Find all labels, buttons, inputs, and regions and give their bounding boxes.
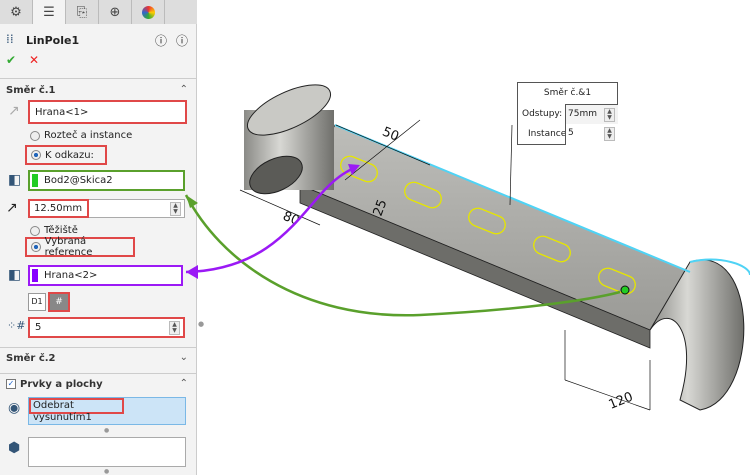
collapse-icon[interactable]: ⌃ — [179, 378, 188, 389]
whats-wrong-help-icon[interactable]: ⓘ — [155, 34, 168, 48]
ok-button[interactable]: ✔ — [6, 53, 17, 67]
resize-handle[interactable]: ● — [104, 468, 110, 475]
radio-centroid[interactable]: Těžiště — [30, 225, 78, 236]
features-list-item[interactable]: Odebrat vysunutím1 — [29, 398, 124, 423]
dimension-120[interactable]: 120 — [607, 390, 636, 413]
dimension-lines — [239, 119, 651, 411]
callout-spacing-field[interactable]: 75mm▲▼ — [565, 104, 618, 125]
instances-icon: ⁘# — [7, 319, 26, 332]
reference-edge-icon: ◧ — [8, 267, 22, 283]
features-checkbox[interactable]: ✓ — [6, 379, 16, 389]
dimension-50[interactable]: 50 — [380, 125, 401, 145]
property-manager: ⚙ ☰ ⎘ ⊕ ⁞⁞ LinPole1 ⓘ ⓘ ✔ ✕ Směr č.1 ⌃ ↗… — [0, 0, 197, 475]
set-instances-button[interactable]: # — [48, 292, 70, 312]
direction-arrow-icon: ↗ — [8, 103, 20, 119]
direction1-edge-field[interactable]: Hrana<1> — [28, 100, 187, 124]
callout-title: Směr č.&1 — [543, 88, 592, 98]
collapse-icon[interactable]: ⌃ — [179, 84, 188, 95]
dimension-25[interactable]: 25 — [371, 198, 391, 219]
dimension-80[interactable]: 80 — [281, 209, 302, 229]
property-manager-tab[interactable]: ☰ — [33, 0, 66, 24]
cancel-button[interactable]: ✕ — [29, 53, 40, 67]
display-manager-tab[interactable] — [132, 0, 165, 24]
direction2-header[interactable]: Směr č.2 — [6, 353, 56, 364]
features-icon: ◉ — [8, 400, 21, 416]
callout-instances-field[interactable]: 5▲▼ — [565, 124, 618, 145]
resize-handle[interactable]: ● — [104, 427, 110, 434]
instances-label: Instance: — [528, 129, 570, 139]
radio-spacing-instances[interactable]: Rozteč a instance — [30, 130, 132, 141]
reference-edge-field[interactable]: Hrana<2> — [28, 265, 183, 286]
faces-icon: ⬢ — [8, 440, 21, 456]
slot-instances — [340, 155, 636, 295]
expand-icon[interactable]: ⌄ — [179, 352, 188, 363]
spacing-label: Odstupy: — [522, 109, 563, 119]
direction1-header[interactable]: Směr č.1 — [6, 85, 56, 96]
configuration-manager-tab[interactable]: ⎘ — [66, 0, 99, 24]
faces-list[interactable] — [28, 437, 186, 467]
help-icon[interactable]: ⓘ — [176, 34, 189, 48]
instances-field[interactable]: 5▲▼ — [28, 317, 185, 338]
reference-point — [620, 285, 630, 295]
reference-point-field[interactable]: Bod2@Skica2 — [28, 170, 185, 191]
manager-tabs: ⚙ ☰ ⎘ ⊕ — [0, 0, 197, 24]
purple-arrow — [185, 164, 359, 274]
dimxpert-tab[interactable]: ⊕ — [99, 0, 132, 24]
features-list[interactable]: Odebrat vysunutím1 — [28, 397, 186, 425]
green-arrow — [184, 194, 621, 317]
radio-up-to-reference[interactable]: K odkazu: — [25, 145, 107, 165]
feature-manager-tab[interactable]: ⚙ — [0, 0, 33, 24]
reference-vertex-icon: ◧ — [8, 172, 22, 188]
offset-icon: ↗ — [6, 200, 18, 216]
part-model — [244, 84, 750, 411]
features-header[interactable]: Prvky a plochy — [20, 379, 103, 390]
set-spacing-button[interactable]: D1 — [28, 293, 46, 311]
panel-splitter[interactable]: ● — [198, 320, 205, 328]
radio-selected-reference[interactable]: Vybraná reference — [25, 236, 135, 258]
linear-pattern-icon: ⁞⁞ — [6, 32, 14, 46]
feature-title: LinPole1 — [26, 34, 80, 47]
offset-field[interactable]: 12.50mm▲▼ — [28, 199, 185, 218]
pattern-callout: Směr č.&1 Odstupy: 75mm▲▼ Instance: 5▲▼ — [517, 82, 618, 145]
